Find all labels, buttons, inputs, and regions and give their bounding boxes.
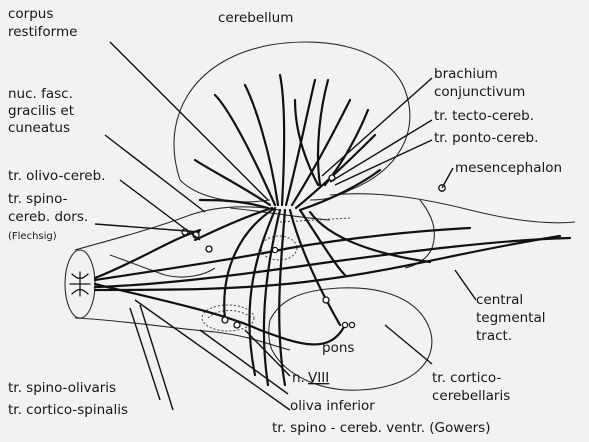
label-tr-cortico-cerebellaris-line2: cerebellaris: [432, 388, 510, 404]
label-tr-spino-cereb-ventr: tr. spino - cereb. ventr. (Gowers): [272, 420, 490, 436]
spinal-gray-matter: [70, 272, 90, 296]
label-tr-cortico-spinalis: tr. cortico-spinalis: [8, 402, 128, 418]
leader-lines: [95, 42, 476, 410]
label-tr-spino-cereb-dors-line1: tr. spino-: [8, 191, 68, 207]
label-corpus-restiforme-line2: restiforme: [8, 24, 77, 40]
label-tr-spino-olivaris: tr. spino-olivaris: [8, 380, 116, 396]
label-pons: pons: [322, 340, 354, 356]
label-tr-tecto-cereb: tr. tecto-cereb.: [434, 108, 534, 124]
label-central-tegmental-line2: tegmental: [476, 310, 546, 326]
label-flechsig: (Flechsig): [8, 231, 57, 242]
label-n-viii-prefix: n.: [292, 370, 305, 386]
label-n-viii-numeral: VIII: [308, 370, 329, 386]
label-nuc-fasc-line3: cuneatus: [8, 120, 70, 136]
label-tr-ponto-cereb: tr. ponto-cereb.: [434, 130, 538, 146]
label-oliva-inferior: oliva inferior: [290, 398, 375, 414]
label-central-tegmental-line1: central: [476, 292, 523, 308]
label-cerebellum: cerebellum: [218, 10, 293, 26]
label-mesencephalon: mesencephalon: [455, 160, 562, 176]
label-tr-olivo-cereb: tr. olivo-cereb.: [8, 168, 105, 184]
label-central-tegmental-line3: tract.: [476, 328, 512, 344]
label-nuc-fasc-line2: gracilis et: [8, 103, 74, 119]
cerebellar-fibers: [195, 75, 380, 210]
label-corpus-restiforme-line1: corpus: [8, 6, 53, 22]
label-tr-spino-cereb-dors-line2: cereb. dors.: [8, 209, 88, 225]
label-brachium-line2: conjunctivum: [434, 84, 525, 100]
label-nuc-fasc-line1: nuc. fasc.: [8, 86, 73, 102]
label-brachium-line1: brachium: [434, 66, 498, 82]
label-tr-cortico-cerebellaris-line1: tr. cortico-: [432, 370, 501, 386]
medulla-inner-outline: [110, 255, 215, 277]
